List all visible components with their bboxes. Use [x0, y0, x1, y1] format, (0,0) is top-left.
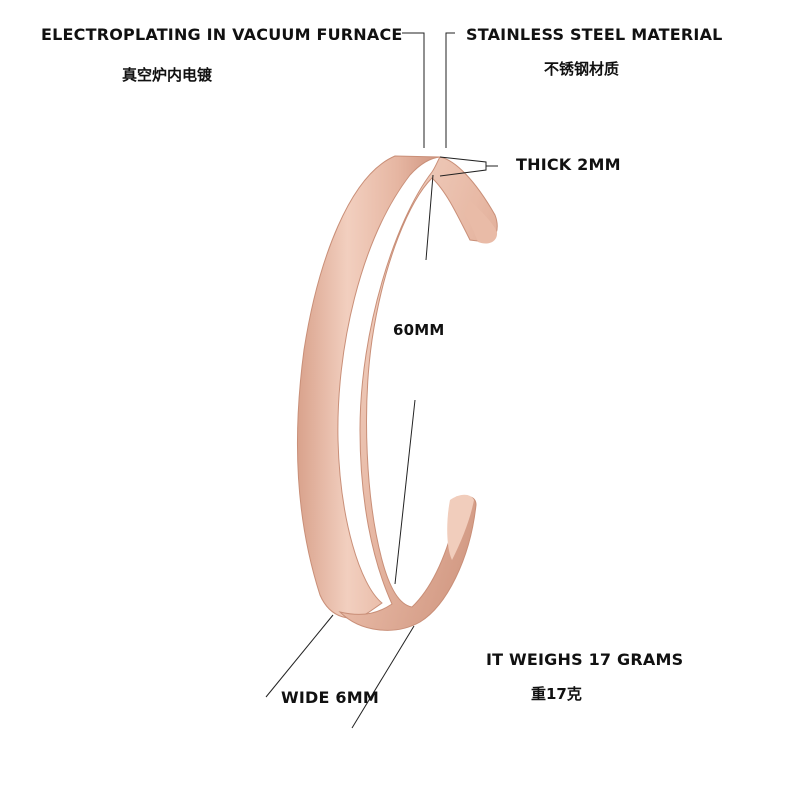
thickness-bracket-line: [439, 156, 498, 177]
thickness-label: THICK 2MM: [516, 155, 621, 174]
material-leader-line: [445, 32, 455, 148]
diameter-line-bottom: [394, 399, 416, 585]
electroplating-leader-line: [402, 32, 425, 148]
diameter-label: 60MM: [393, 321, 445, 339]
width-label: WIDE 6MM: [281, 688, 379, 707]
material-label-cn: 不锈钢材质: [544, 60, 620, 78]
bracelet-bottom-end: [447, 494, 474, 560]
electroplating-label: ELECTROPLATING IN VACUUM FURNACE: [41, 25, 403, 44]
bracelet-top-end: [464, 200, 498, 244]
width-line-right: [351, 625, 415, 729]
material-label: STAINLESS STEEL MATERIAL: [466, 25, 723, 44]
width-line-left: [265, 614, 334, 698]
diameter-line-top: [425, 174, 434, 261]
bracelet-outer-band: [296, 155, 441, 619]
weight-label-cn: 重17克: [531, 685, 582, 703]
cuff-bracelet: [296, 155, 498, 631]
annotation-lines: [265, 32, 498, 729]
weight-label: IT WEIGHS 17 GRAMS: [486, 650, 684, 669]
electroplating-label-cn: 真空炉内电镀: [122, 66, 213, 84]
